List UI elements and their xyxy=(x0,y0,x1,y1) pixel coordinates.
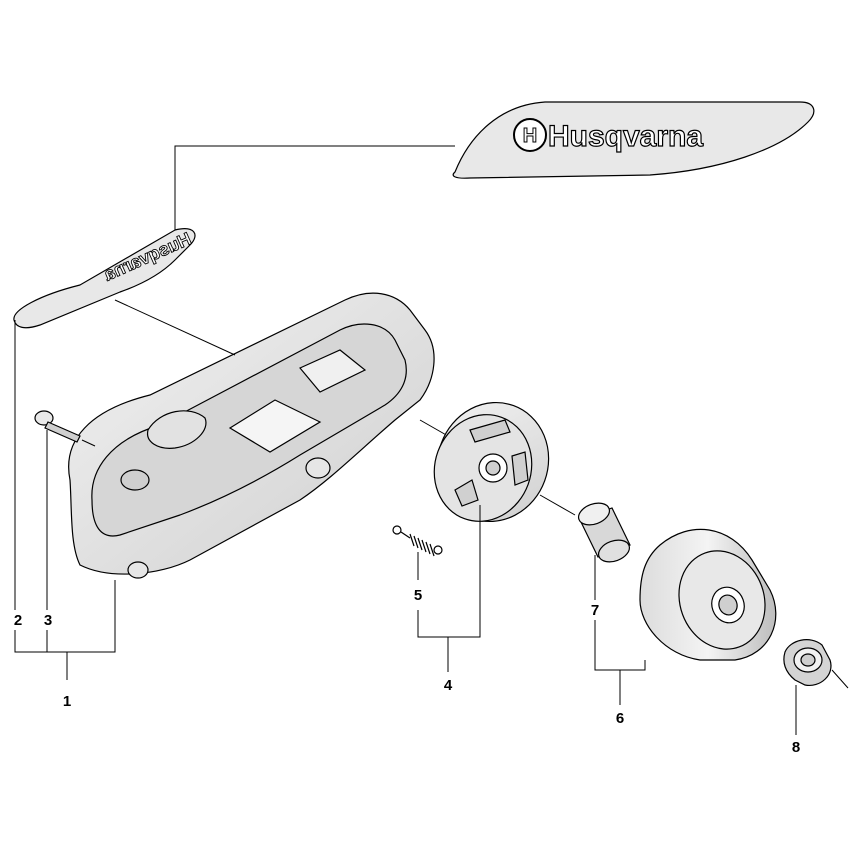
clutch-cover xyxy=(68,292,435,579)
logo-mark: H xyxy=(523,125,537,147)
callout-3: 3 xyxy=(44,612,52,629)
callout-1: 1 xyxy=(63,693,71,710)
spring xyxy=(392,525,443,557)
callout-4: 4 xyxy=(444,677,453,694)
bolt-axis-line xyxy=(81,439,96,447)
leader-line-6-bracket xyxy=(594,620,646,671)
nut-axis-line xyxy=(831,669,849,689)
brand-text: Husqvarna xyxy=(548,120,703,153)
leader-line-decal xyxy=(174,145,455,230)
leader-line-cover-decal xyxy=(114,299,236,356)
needle-bearing xyxy=(577,502,631,563)
leader-line-1-bracket xyxy=(14,580,116,653)
callout-8: 8 xyxy=(792,739,800,756)
callout-5: 5 xyxy=(414,587,422,604)
clutch-assembly xyxy=(433,401,550,523)
callout-7: 7 xyxy=(591,602,599,619)
clutch-drum xyxy=(639,528,777,661)
bolt xyxy=(34,410,81,443)
callout-2: 2 xyxy=(14,612,22,629)
nut xyxy=(783,639,832,687)
callout-6: 6 xyxy=(616,710,624,727)
decal-large: H Husqvarna xyxy=(452,101,815,179)
decal-small: Husqvarna xyxy=(13,228,196,329)
clutch-axis-line xyxy=(539,494,576,516)
leader-line-4-bracket xyxy=(417,505,481,638)
husqvarna-logo-icon: H xyxy=(513,118,547,152)
